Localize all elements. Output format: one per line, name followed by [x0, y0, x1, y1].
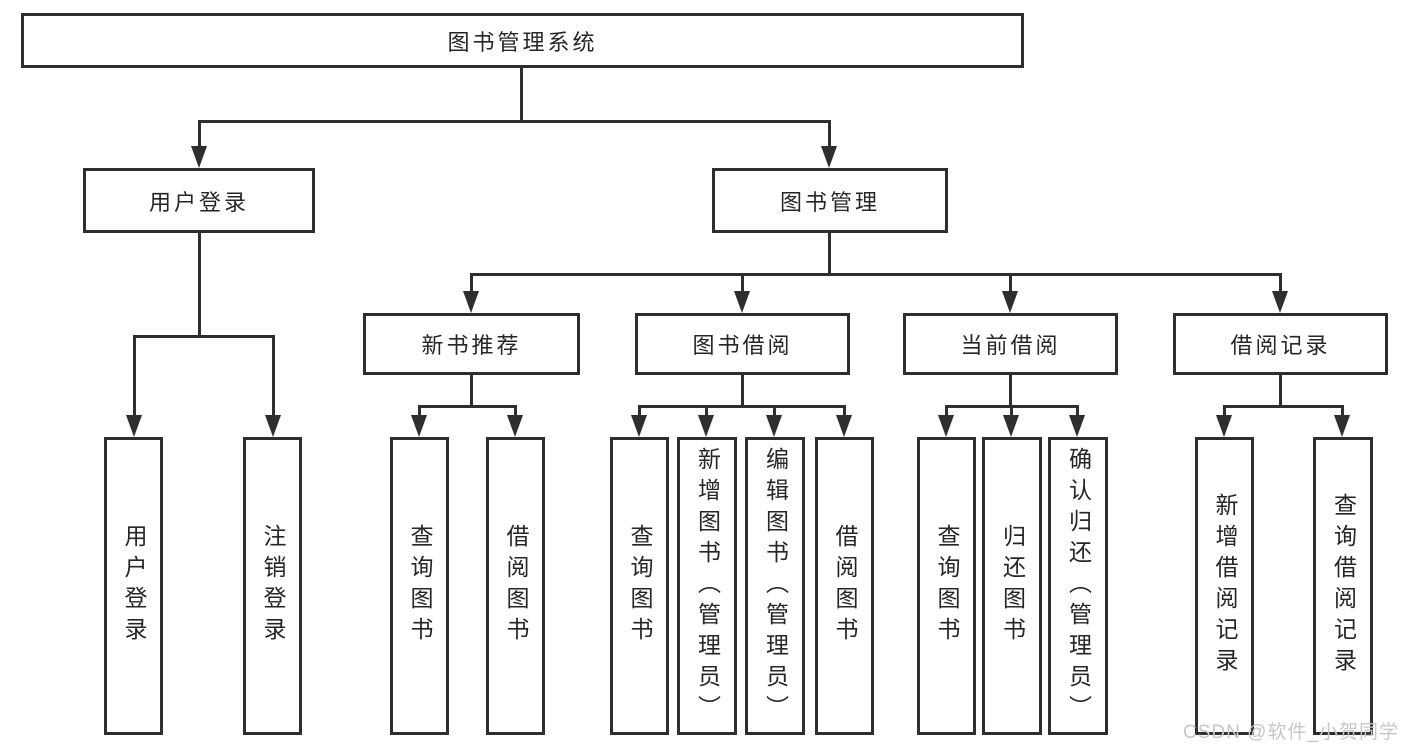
connector-user-login-bar — [133, 335, 274, 338]
node-root: 图书管理系统 — [21, 13, 1024, 68]
arrow-down-icon — [631, 415, 647, 437]
arrow-down-icon — [126, 415, 142, 437]
arrow-down-icon — [1272, 291, 1288, 313]
leaf-label: 用户登录 — [121, 524, 147, 648]
node-current-borrow: 当前借阅 — [903, 313, 1118, 375]
leaf-label: 查询图书 — [934, 524, 960, 648]
node-leaf-edit-book-admin: 编辑图书（管理员） — [745, 437, 805, 735]
connector-drop-leaf — [945, 405, 948, 417]
node-borrow-records-label: 借阅记录 — [1230, 333, 1331, 358]
node-leaf-query-books-borrow: 查询图书 — [610, 437, 669, 735]
node-leaf-query-books-current: 查询图书 — [917, 437, 976, 735]
arrow-down-icon — [836, 415, 852, 437]
node-new-book-recommend-label: 新书推荐 — [421, 333, 522, 358]
connector-bar — [638, 405, 845, 408]
leaf-label: 新增借阅记录 — [1212, 493, 1238, 679]
arrow-down-icon — [1069, 415, 1085, 437]
node-leaf-query-borrow-record: 查询借阅记录 — [1313, 437, 1373, 735]
connector-drop-leaf — [514, 405, 517, 417]
connector-drop-leaf — [638, 405, 641, 417]
connector-drop-leaf — [1076, 405, 1079, 417]
connector-drop-leaf — [1223, 405, 1226, 417]
connector-user-login-stem — [198, 233, 201, 335]
node-book-borrow-label: 图书借阅 — [692, 333, 793, 358]
leaf-label: 编辑图书（管理员） — [762, 446, 789, 726]
leaf-label: 查询图书 — [407, 524, 433, 648]
arrow-down-icon — [191, 146, 207, 168]
node-leaf-add-borrow-record: 新增借阅记录 — [1195, 437, 1254, 735]
arrow-down-icon — [1003, 415, 1019, 437]
node-current-borrow-label: 当前借阅 — [960, 333, 1061, 358]
node-leaf-query-books-recommend: 查询图书 — [390, 437, 449, 735]
leaf-label: 新增图书（管理员） — [694, 446, 721, 726]
connector-book-mgmt-bar — [470, 273, 1281, 276]
arrow-down-icon — [734, 291, 750, 313]
node-borrow-records: 借阅记录 — [1173, 313, 1388, 375]
node-leaf-return-book: 归还图书 — [982, 437, 1042, 735]
csdn-watermark: CSDN @软件_小贺同学 — [1183, 722, 1399, 743]
arrow-down-icon — [463, 291, 479, 313]
leaf-label: 查询图书 — [627, 524, 653, 648]
connector-book-mgmt-stem — [828, 233, 831, 273]
leaf-label: 归还图书 — [999, 524, 1026, 648]
node-leaf-borrow-books: 借阅图书 — [815, 437, 874, 735]
connector-drop-l2 — [1279, 273, 1282, 293]
leaf-label: 借阅图书 — [832, 524, 858, 648]
connector-bar — [418, 405, 516, 408]
arrow-down-icon — [1334, 415, 1350, 437]
connector-drop-leaf — [1341, 405, 1344, 417]
connector-stem — [1009, 375, 1012, 405]
node-leaf-user-login: 用户登录 — [104, 437, 163, 735]
node-leaf-confirm-return-admin: 确认归还（管理员） — [1048, 437, 1108, 735]
arrow-down-icon — [821, 146, 837, 168]
connector-drop-l2 — [470, 273, 473, 293]
connector-drop-l2 — [741, 273, 744, 293]
arrow-down-icon — [1002, 291, 1018, 313]
node-leaf-logout: 注销登录 — [243, 437, 302, 735]
arrow-down-icon — [698, 415, 714, 437]
connector-drop-leaf — [418, 405, 421, 417]
connector-bar — [1223, 405, 1343, 408]
arrow-down-icon — [507, 415, 523, 437]
node-book-borrow: 图书借阅 — [635, 313, 850, 375]
connector-stem — [1279, 375, 1282, 405]
arrow-down-icon — [766, 415, 782, 437]
node-leaf-borrow-books-recommend: 借阅图书 — [486, 437, 545, 735]
connector-root-bar — [198, 120, 831, 123]
node-book-management: 图书管理 — [712, 168, 948, 233]
leaf-label: 注销登录 — [260, 524, 286, 648]
connector-drop-leaf — [773, 405, 776, 417]
connector-drop-leaf — [843, 405, 846, 417]
node-book-management-label: 图书管理 — [779, 189, 880, 215]
leaf-label: 借阅图书 — [503, 524, 529, 648]
connector-stem — [470, 375, 473, 405]
leaf-label: 查询借阅记录 — [1330, 493, 1357, 679]
node-root-label: 图书管理系统 — [447, 29, 598, 55]
arrow-down-icon — [938, 415, 954, 437]
connector-stem — [741, 375, 744, 405]
connector-drop-leaf — [705, 405, 708, 417]
connector-drop-leaf — [1010, 405, 1013, 417]
connector-drop-book-mgmt — [828, 120, 831, 148]
leaf-label: 确认归还（管理员） — [1065, 446, 1092, 726]
node-new-book-recommend: 新书推荐 — [363, 313, 580, 375]
connector-drop-l2 — [1009, 273, 1012, 293]
arrow-down-icon — [411, 415, 427, 437]
node-user-login: 用户登录 — [83, 168, 315, 233]
arrow-down-icon — [1216, 415, 1232, 437]
connector-drop-user-login — [198, 120, 201, 148]
connector-drop-leaf — [272, 335, 275, 417]
connector-drop-leaf — [133, 335, 136, 417]
arrow-down-icon — [265, 415, 281, 437]
node-user-login-label: 用户登录 — [148, 189, 249, 215]
node-leaf-add-book-admin: 新增图书（管理员） — [677, 437, 737, 735]
connector-root-stem — [520, 66, 523, 122]
